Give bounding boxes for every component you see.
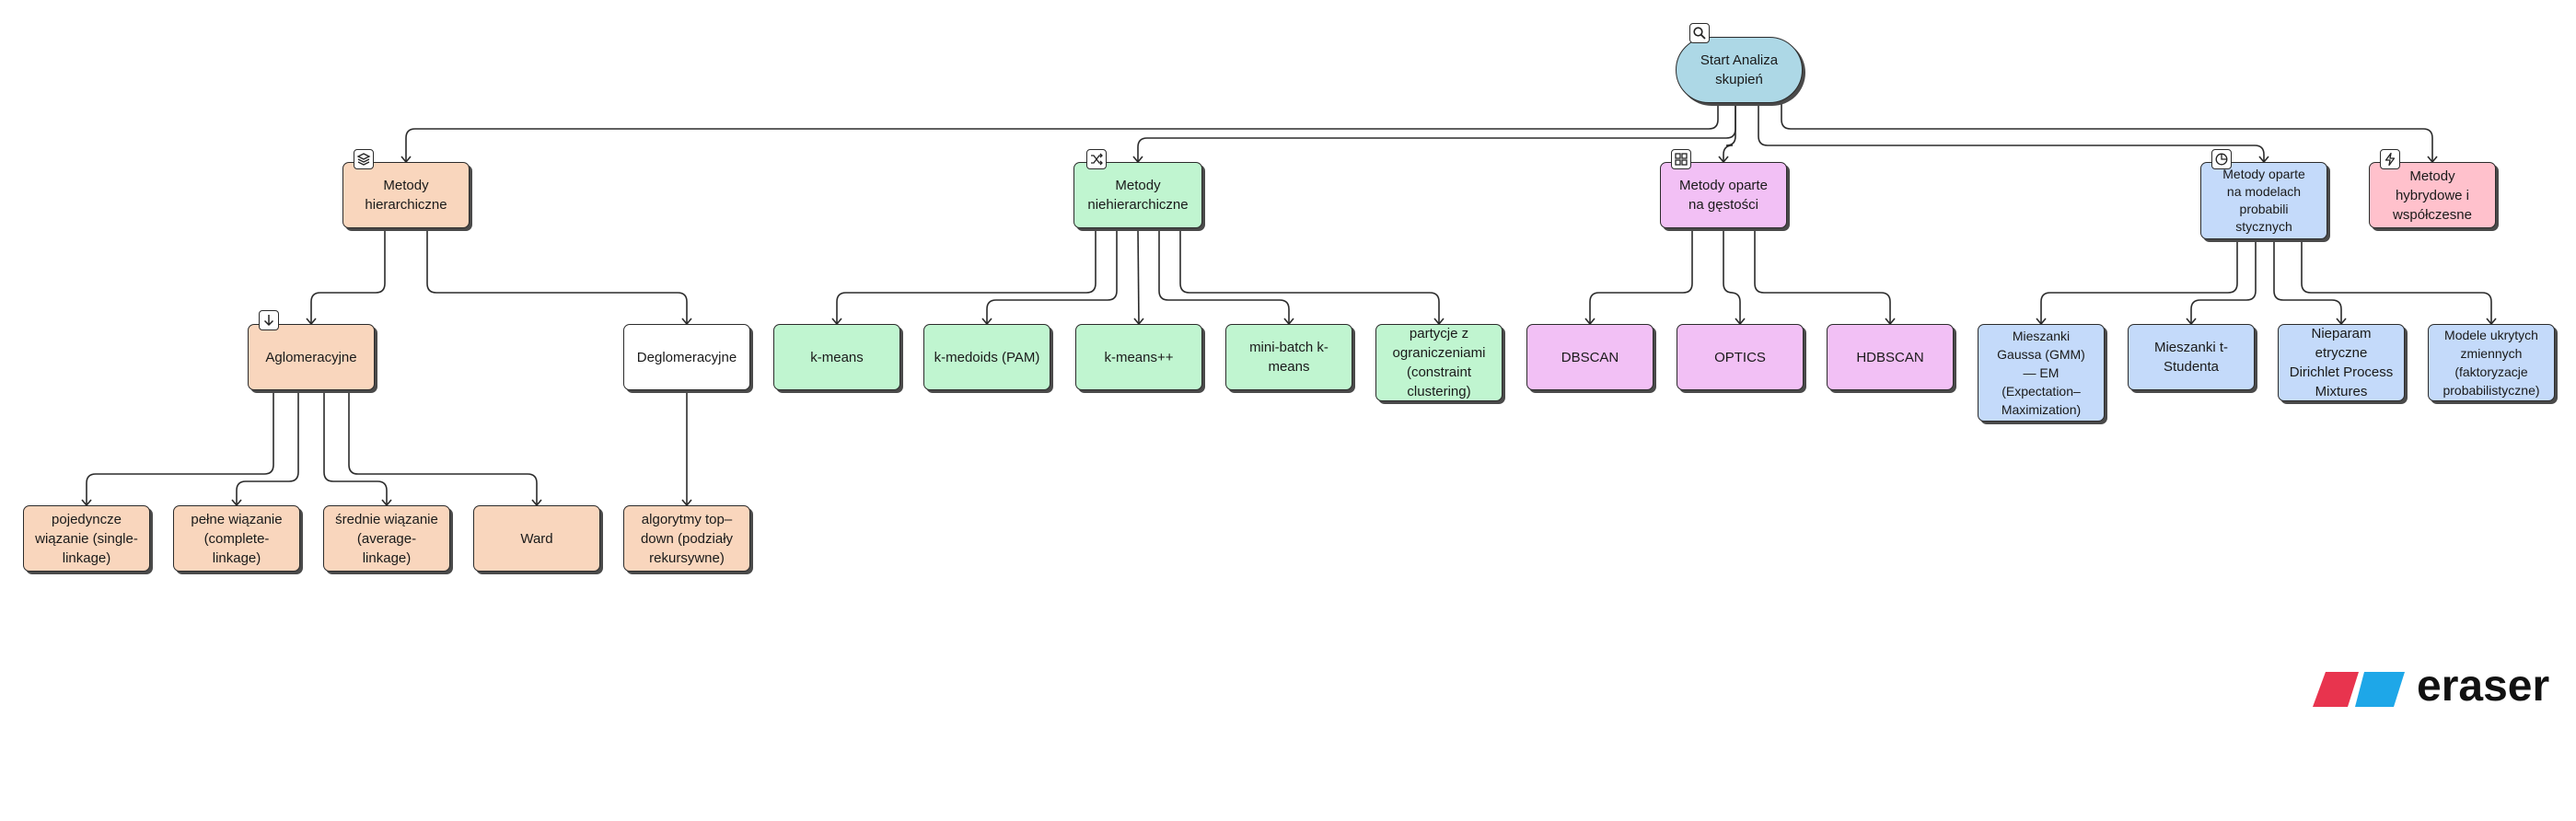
node-t-student-label: Mieszanki t- Studenta xyxy=(2153,340,2229,375)
node-start-label: Start Analiza skupień xyxy=(1700,52,1779,87)
node-latent[interactable]: Modele ukrytych zmiennych (faktoryzacje … xyxy=(2428,324,2555,401)
node-density-label: Metody oparte na gęstości xyxy=(1679,178,1768,213)
edge-hierarchical-agglomerative xyxy=(306,228,386,326)
shuffle-icon xyxy=(1086,149,1107,169)
node-non-hierarchical[interactable]: Metody niehierarchiczne xyxy=(1073,162,1202,228)
node-hierarchical-label: Metody hierarchiczne xyxy=(365,178,447,213)
node-optics[interactable]: OPTICS xyxy=(1677,324,1804,390)
node-complete-linkage[interactable]: pełne wiązanie (complete- linkage) xyxy=(173,505,300,572)
node-top-down-label: algorytmy top– down (podziały rekursywne… xyxy=(640,511,734,566)
node-model-based[interactable]: Metody oparte na modelach probabili styc… xyxy=(2200,162,2327,239)
node-hdbscan-label: HDBSCAN xyxy=(1856,349,1924,365)
node-dirichlet[interactable]: Nieparam etryczne Dirichlet Process Mixt… xyxy=(2278,324,2405,401)
node-agglomerative[interactable]: Aglomeracyjne xyxy=(248,324,375,390)
edge-start-hierarchical xyxy=(400,103,1719,164)
node-average-linkage[interactable]: średnie wiązanie (average- linkage) xyxy=(323,505,450,572)
node-hdbscan[interactable]: HDBSCAN xyxy=(1827,324,1954,390)
node-non-hierarchical-label: Metody niehierarchiczne xyxy=(1087,178,1189,213)
node-divisive[interactable]: Deglomeracyjne xyxy=(623,324,750,390)
edge-start-hybrid xyxy=(1781,103,2438,164)
node-single-linkage-label: pojedyncze wiązanie (single- linkage) xyxy=(35,511,138,566)
node-hierarchical[interactable]: Metody hierarchiczne xyxy=(342,162,470,228)
node-constraint-label: partycje z ograniczeniami (constraint cl… xyxy=(1392,326,1486,399)
node-kmeans-label: k-means xyxy=(810,349,864,365)
node-gmm[interactable]: Mieszanki Gaussa (GMM) — EM (Expectation… xyxy=(1978,324,2105,422)
edge-start-non-hierarchical xyxy=(1132,103,1736,164)
node-average-linkage-label: średnie wiązanie (average- linkage) xyxy=(335,511,438,566)
edge-agglomerative-average xyxy=(323,390,392,507)
eraser-logo-text: eraser xyxy=(2417,662,2550,711)
node-gmm-label: Mieszanki Gaussa (GMM) — EM (Expectation… xyxy=(1997,329,2085,417)
edge-non-hierarchical-constraint xyxy=(1179,228,1445,326)
edge-start-model xyxy=(1758,103,2269,164)
node-start[interactable]: Start Analiza skupień xyxy=(1676,37,1803,103)
node-kmeanspp-label: k-means++ xyxy=(1104,349,1174,365)
eraser-logo-mark xyxy=(2313,672,2405,707)
edge-hierarchical-divisive xyxy=(426,228,692,326)
edge-non-hierarchical-kmeanspp xyxy=(1133,227,1144,326)
node-constraint[interactable]: partycje z ograniczeniami (constraint cl… xyxy=(1375,324,1503,401)
edge-model-tstudent xyxy=(2186,239,2257,326)
node-minibatch[interactable]: mini-batch k- means xyxy=(1225,324,1352,390)
edge-non-hierarchical-minibatch xyxy=(1158,228,1294,326)
node-dirichlet-label: Nieparam etryczne Dirichlet Process Mixt… xyxy=(2289,326,2394,399)
edge-model-gmm xyxy=(2036,239,2238,326)
edge-agglomerative-ward xyxy=(348,390,542,507)
node-model-based-label: Metody oparte na modelach probabili styc… xyxy=(2222,167,2305,234)
node-density[interactable]: Metody oparte na gęstości xyxy=(1660,162,1787,228)
layers-icon xyxy=(354,149,374,169)
node-divisive-label: Deglomeracyjne xyxy=(636,349,737,365)
node-kmedoids-label: k-medoids (PAM) xyxy=(934,349,1040,365)
edge-non-hierarchical-kmeans xyxy=(831,228,1097,326)
node-kmedoids[interactable]: k-medoids (PAM) xyxy=(923,324,1050,390)
arrow-down-icon xyxy=(259,310,279,330)
edge-agglomerative-complete xyxy=(231,390,299,507)
node-complete-linkage-label: pełne wiązanie (complete- linkage) xyxy=(191,511,283,566)
node-dbscan[interactable]: DBSCAN xyxy=(1526,324,1654,390)
node-hybrid[interactable]: Metody hybrydowe i współczesne xyxy=(2369,162,2496,228)
pie-chart-icon xyxy=(2211,149,2232,169)
node-ward[interactable]: Ward xyxy=(473,505,600,572)
edge-density-hdbscan xyxy=(1754,228,1896,326)
edge-agglomerative-single xyxy=(81,390,274,507)
edge-density-optics xyxy=(1723,228,1746,326)
edge-density-dbscan xyxy=(1584,228,1693,326)
logo-blue-shape xyxy=(2355,672,2405,707)
search-icon xyxy=(1689,23,1710,43)
node-dbscan-label: DBSCAN xyxy=(1561,349,1619,365)
edge-model-latent xyxy=(2301,239,2497,326)
node-kmeans[interactable]: k-means xyxy=(773,324,900,390)
lightning-icon xyxy=(2380,149,2400,169)
edge-non-hierarchical-kmedoids xyxy=(981,228,1118,326)
node-hybrid-label: Metody hybrydowe i współczesne xyxy=(2393,168,2472,223)
node-latent-label: Modele ukrytych zmiennych (faktoryzacje … xyxy=(2443,328,2540,398)
edge-start-density xyxy=(1718,103,1736,164)
grid-icon xyxy=(1671,149,1691,169)
edge-model-dirichlet xyxy=(2273,239,2347,326)
node-t-student[interactable]: Mieszanki t- Studenta xyxy=(2128,324,2255,390)
node-kmeanspp[interactable]: k-means++ xyxy=(1075,324,1202,390)
node-top-down[interactable]: algorytmy top– down (podziały rekursywne… xyxy=(623,505,750,572)
node-optics-label: OPTICS xyxy=(1714,349,1766,365)
node-single-linkage[interactable]: pojedyncze wiązanie (single- linkage) xyxy=(23,505,150,572)
node-agglomerative-label: Aglomeracyjne xyxy=(265,349,357,365)
logo-red-shape xyxy=(2313,672,2359,707)
node-ward-label: Ward xyxy=(520,530,553,547)
node-minibatch-label: mini-batch k- means xyxy=(1249,340,1329,375)
